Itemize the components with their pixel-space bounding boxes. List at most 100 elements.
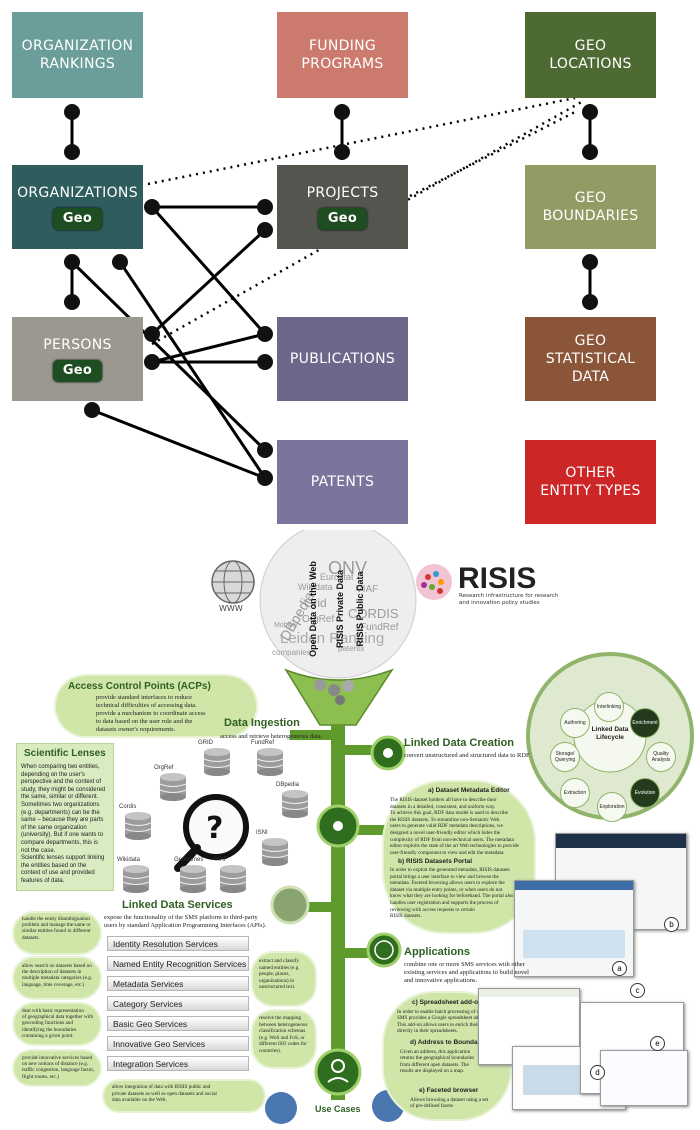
lifecycle-step: Exploration xyxy=(597,792,627,822)
patents-label: PATENTS xyxy=(310,474,375,490)
other-entity-types-label: OTHER ENTITY TYPES xyxy=(540,465,641,499)
www-label: WWW xyxy=(219,604,243,613)
cloud-word: Wikidata xyxy=(298,582,333,592)
service-item: Category Services xyxy=(107,996,249,1011)
acp-text: provide standard interfaces to reduce te… xyxy=(96,694,206,733)
screenshot-tag: a xyxy=(612,961,627,976)
geo-locations-box: GEO LOCATIONS xyxy=(525,12,656,98)
screenshot-metadata-editor xyxy=(514,880,634,977)
cloud-word: FundRef xyxy=(360,622,399,633)
cloud-word: VIAF xyxy=(356,584,379,595)
projects-box: PROJECTS Geo xyxy=(277,165,408,249)
dataset-label: Wikidata xyxy=(117,857,141,863)
dataset-label: Geonames xyxy=(174,857,204,863)
funding-programs-label: FUNDING PROGRAMS xyxy=(301,38,384,72)
data-cloud xyxy=(259,530,417,679)
geo-badge: Geo xyxy=(317,208,368,230)
note-cloud xyxy=(14,1004,100,1044)
geo-badge: Geo xyxy=(52,360,103,382)
editor-title-a: a) Dataset Metadata Editor xyxy=(428,787,510,794)
lifecycle-step: Enrichment xyxy=(630,708,660,738)
risis-subtitle: Research infrastructure for research and… xyxy=(459,593,559,606)
dataset-label: ISNI xyxy=(256,830,268,836)
cloud-word: OrgRef xyxy=(302,614,335,625)
geo-boundaries-box: GEO BOUNDARIES xyxy=(525,165,656,249)
dataset-cylinder-dbpedia: DBpedia xyxy=(276,782,312,820)
lifecycle-center: Linked Data Lifecycle xyxy=(591,726,629,741)
main-pipe xyxy=(331,725,345,1100)
editor-text-b: In order to exploit the generated metada… xyxy=(390,867,514,920)
editor-text-a: The RISIS dataset holders all have to de… xyxy=(390,797,519,856)
lifecycle-step: Authoring xyxy=(560,708,590,738)
note-cloud xyxy=(253,953,315,1005)
persons-label: PERSONS xyxy=(43,337,112,353)
public-data-label: RISIS Public Data xyxy=(355,571,365,647)
funding-programs-box: FUNDING PROGRAMS xyxy=(277,12,408,98)
note-category: resolve the mapping between heterogeneou… xyxy=(259,1015,308,1054)
organization-rankings-box: ORGANIZATION RANKINGS xyxy=(12,12,143,98)
organizations-label: ORGANIZATIONS xyxy=(17,185,138,201)
cloud-word: ONV xyxy=(328,558,368,578)
editor-cloud xyxy=(384,782,534,932)
app-title-c: c) Spreadsheet add-on xyxy=(412,999,483,1006)
service-item: Basic Geo Services xyxy=(107,1016,249,1031)
app-text-d: Given an address, this application retur… xyxy=(400,1049,475,1075)
private-data-label: RISIS Private Data xyxy=(335,569,345,649)
geo-boundaries-label: GEO BOUNDARIES xyxy=(542,190,639,224)
note-cloud xyxy=(104,1081,264,1111)
entity-graph-edges xyxy=(64,96,598,486)
app-text-e: Allows browsing a dataset using a set of… xyxy=(410,1097,489,1110)
screenshot-tag: b xyxy=(664,917,679,932)
cloud-word: Eurostat xyxy=(320,572,354,582)
note-metadata: allow search on datasets based on the de… xyxy=(22,963,93,988)
open-data-label: Open Data on the Web xyxy=(308,561,318,657)
scientific-lenses-text: When comparing two entities, depending o… xyxy=(21,764,106,884)
cloud-word: patents xyxy=(338,644,365,653)
service-item: Innovative Geo Services xyxy=(107,1036,249,1051)
dataset-label: DBpedia xyxy=(276,782,300,788)
service-item: Identity Resolution Services xyxy=(107,936,249,951)
linked-data-services-text: expose the functionality of the SMS plat… xyxy=(104,914,267,929)
cloud-word: companies xyxy=(272,648,311,657)
publications-box: PUBLICATIONS xyxy=(277,317,408,401)
screenshot-tag: e xyxy=(650,1036,665,1051)
note-innovative-geo: provide innovative services based on new… xyxy=(22,1055,95,1080)
applications-text: combine one or more SMS services with ot… xyxy=(404,961,529,984)
organizations-box: ORGANIZATIONS Geo xyxy=(12,165,143,249)
cloud-word: CORDIS xyxy=(348,606,399,621)
other-entity-types-box: OTHER ENTITY TYPES xyxy=(525,440,656,524)
svg-text:?: ? xyxy=(206,811,223,846)
dataset-cylinder-geonames: Geonames xyxy=(174,857,210,895)
note-ner: extract and classify named entities (e.g… xyxy=(259,958,300,991)
geo-statistical-data-label: GEO STATISTICAL DATA xyxy=(545,333,636,385)
app-title-e: e) Faceted browser xyxy=(419,1087,479,1094)
magnifier-icon xyxy=(183,794,249,860)
use-cases-label: Use Cases xyxy=(315,1104,361,1114)
geo-badge: Geo xyxy=(52,208,103,230)
service-item: Metadata Services xyxy=(107,976,249,991)
persons-box: PERSONS Geo xyxy=(12,317,143,401)
applications-title: Applications xyxy=(404,946,471,958)
editor-title-b: b) RISIS Datasets Portal xyxy=(398,858,473,865)
www-globe-icon xyxy=(211,560,255,604)
screenshot-tag: c xyxy=(630,983,645,998)
lifecycle-step: Interlinking xyxy=(594,692,624,722)
dataset-cylinder-orgref: OrgRef xyxy=(154,765,190,803)
note-integration: allow integration of data with RISIS pub… xyxy=(112,1084,217,1104)
cloud-word: Leiden Ranking xyxy=(280,630,385,647)
publications-label: PUBLICATIONS xyxy=(289,351,396,367)
note-identity: handle the entity disambiguation problem… xyxy=(22,916,91,941)
dataset-cylinder-grid: GRID xyxy=(198,740,234,778)
geo-statistical-data-box: GEO STATISTICAL DATA xyxy=(525,317,656,401)
note-cloud xyxy=(253,1011,315,1067)
note-basic-geo: deal with basic representation of geogra… xyxy=(22,1008,94,1039)
scientific-lenses-title: Scientific Lenses xyxy=(24,748,106,759)
dataset-label: FundRef xyxy=(251,740,275,746)
acp-title: Access Control Points (ACPs) xyxy=(68,681,211,692)
cloud-word: Mobility xyxy=(274,622,298,629)
lifecycle-step: Extraction xyxy=(560,778,590,808)
lifecycle-step: Quality Analysis xyxy=(646,742,676,772)
note-cloud xyxy=(14,913,100,953)
app-text-c: In order to enable batch processing of d… xyxy=(397,1009,489,1035)
dataset-cylinder-wikidata: Wikidata xyxy=(117,857,153,895)
